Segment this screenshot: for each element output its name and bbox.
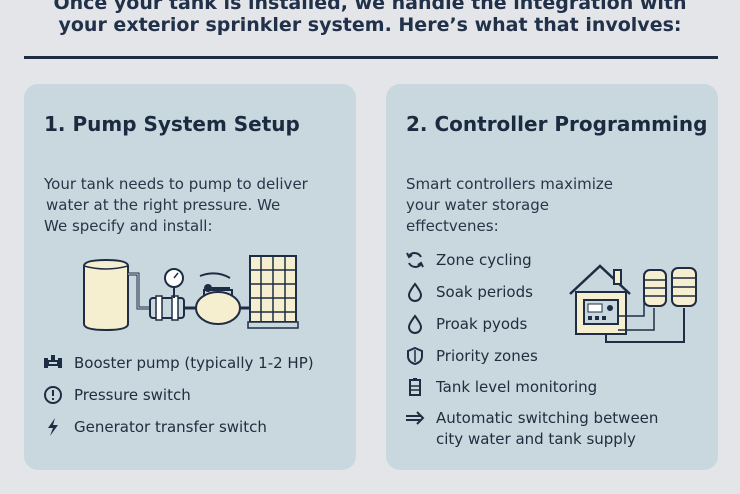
cycle-icon — [404, 250, 426, 270]
controller-desc-line: effectvenes: — [406, 217, 499, 235]
shield-icon — [404, 346, 426, 366]
pressure-switch-icon — [42, 385, 64, 405]
controller-desc-line: your water storage — [406, 196, 549, 214]
list-item-label: Tank level monitoring — [436, 378, 598, 396]
smart-controller-illustration — [566, 260, 702, 348]
pump-system-card: 1. Pump System Setup Your tank needs to … — [24, 84, 356, 470]
pump-desc-line: We specify and install: — [44, 217, 213, 235]
list-item-label: Priority zones — [436, 347, 538, 365]
list-item-label: Automatic switching between — [436, 409, 659, 427]
controller-programming-card: 2. Controller Programming Smart controll… — [386, 84, 718, 470]
pump-card-description: Your tank needs to pump to deliver water… — [44, 174, 334, 237]
controller-card-title: 2. Controller Programming — [406, 112, 708, 136]
list-item-label: Zone cycling — [436, 251, 532, 269]
intro-line-2: your exterior sprinkler system. Here’s w… — [58, 14, 682, 36]
lightning-icon — [42, 417, 64, 437]
droplet-icon — [404, 314, 426, 334]
pump-desc-line: water at the right pressure. We — [46, 196, 281, 214]
pump-icon — [42, 353, 64, 373]
droplet-icon — [404, 282, 426, 302]
list-item-label: Proak pyods — [436, 315, 528, 333]
list-item-label-wrap: Automatic switching between city water a… — [436, 408, 658, 450]
tank-level-icon — [404, 377, 426, 397]
controller-desc-line: Smart controllers maximize — [406, 175, 614, 193]
list-item-label-continued: city water and tank supply — [436, 430, 636, 448]
list-item-label: Booster pump (typically 1-2 HP) — [74, 354, 314, 372]
intro-text: Once your tank is installed, we handle t… — [0, 0, 740, 36]
pump-desc-line: Your tank needs to pump to deliver — [44, 175, 308, 193]
divider — [24, 56, 718, 59]
pump-card-title: 1. Pump System Setup — [44, 112, 300, 136]
controller-card-description: Smart controllers maximize your water st… — [406, 174, 696, 237]
list-item-label: Generator transfer switch — [74, 418, 267, 436]
arrow-icon — [404, 408, 426, 428]
intro-line-1: Once your tank is installed, we handle t… — [53, 0, 687, 14]
list-item-label: Pressure switch — [74, 386, 191, 404]
pump-system-illustration — [80, 252, 302, 332]
list-item-label: Soak periods — [436, 283, 533, 301]
